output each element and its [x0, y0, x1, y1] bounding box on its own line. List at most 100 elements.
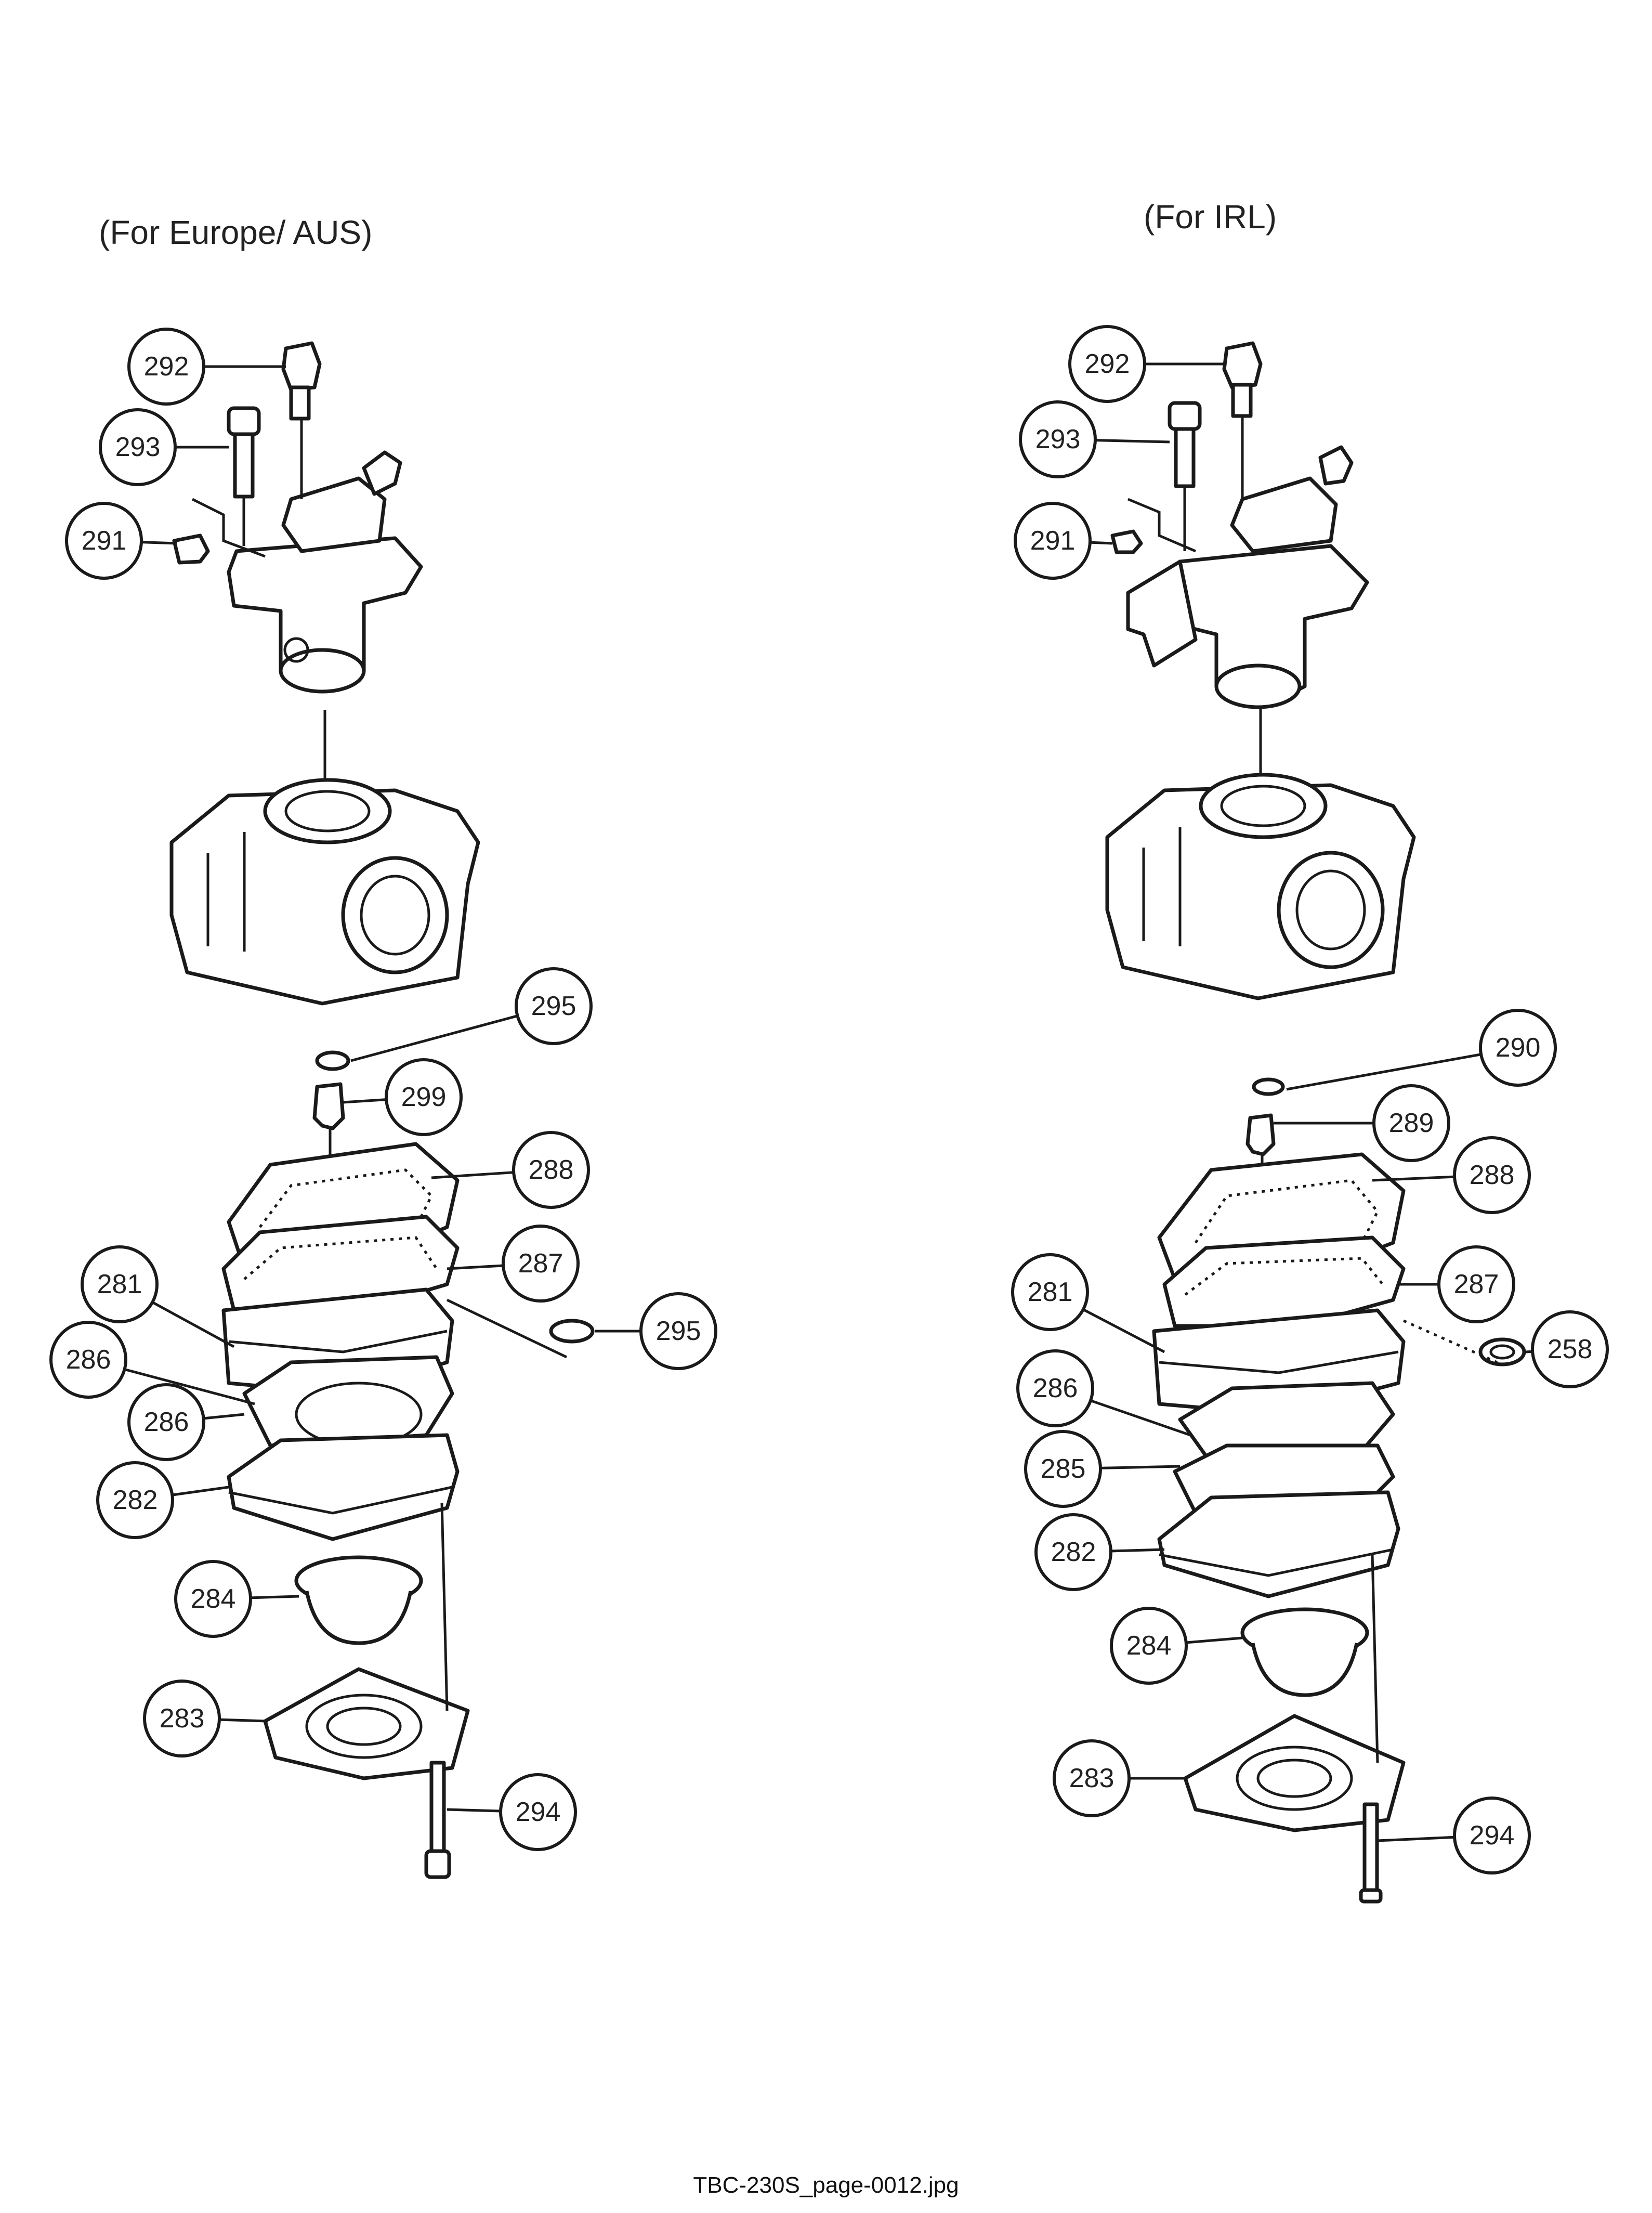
callout-number: 281: [97, 1269, 142, 1299]
callout-leader-line: [203, 1413, 245, 1420]
callout-circle: [65, 502, 143, 580]
callout-circle: [1453, 1797, 1531, 1874]
callout-right-289: 289: [1274, 1084, 1450, 1162]
callout-left-293: 293: [99, 408, 229, 486]
callout-circle: [385, 1058, 463, 1136]
callout-number: 282: [1051, 1537, 1096, 1567]
callout-right-292: 292: [1068, 325, 1224, 403]
callout-leader-line: [447, 1808, 501, 1813]
part-plate-282-left: [227, 1433, 460, 1541]
callout-leader-line: [1286, 1053, 1481, 1091]
part-plate-282-right: [1157, 1490, 1400, 1598]
callout-circle: [1068, 325, 1146, 403]
callout-leader-line: [1090, 1399, 1191, 1437]
callout-circle: [49, 1321, 127, 1399]
assembly-left: [169, 341, 595, 1879]
part-cover-plate-283-right: [1183, 1714, 1406, 1832]
callout-left-295: 295: [595, 1292, 717, 1370]
callout-right-291: 291: [1014, 502, 1113, 580]
heading-europe-aus: (For Europe/ AUS): [99, 214, 373, 251]
callout-leader-line: [141, 541, 177, 545]
callout-circle: [1531, 1310, 1609, 1388]
callout-right-293: 293: [1019, 400, 1170, 478]
part-cup-284-left: [294, 1555, 423, 1645]
part-nut-291-left: [172, 498, 266, 565]
callout-leader-line: [1095, 439, 1170, 444]
part-screw-294-right: [1359, 1802, 1383, 1904]
callout-leader-line: [1100, 1465, 1181, 1469]
callout-left-283: 283: [143, 1680, 268, 1758]
callout-right-294: 294: [1377, 1797, 1531, 1874]
callout-right-285: 285: [1024, 1430, 1181, 1508]
callout-left-288: 288: [431, 1131, 590, 1209]
callout-circle: [96, 1461, 174, 1539]
callout-left-286: 286: [49, 1321, 255, 1405]
callout-circle: [81, 1245, 159, 1323]
callout-left-281: 281: [81, 1245, 235, 1348]
callout-leader-line: [124, 1368, 255, 1405]
callout-leader-line: [447, 1264, 504, 1270]
callout-leader-line: [1372, 1175, 1455, 1182]
callout-left-284: 284: [174, 1560, 299, 1638]
callout-circle: [1024, 1430, 1102, 1508]
part-plug-299-left: [312, 1082, 345, 1130]
callout-circle: [515, 967, 593, 1045]
callout-left-286: 286: [127, 1383, 245, 1461]
callout-circle: [1437, 1245, 1515, 1323]
callout-number: 284: [191, 1584, 236, 1614]
callout-right-282: 282: [1034, 1513, 1165, 1591]
callout-circle: [502, 1225, 580, 1303]
part-cover-right: [1126, 445, 1369, 709]
callout-number: 287: [518, 1248, 563, 1279]
callout-number: 299: [401, 1082, 447, 1112]
callout-right-288: 288: [1372, 1136, 1531, 1214]
callout-circle: [99, 408, 177, 486]
callout-circle: [639, 1292, 717, 1370]
callout-labels: 2922932912952992882872952812862862822842…: [49, 325, 1609, 1874]
callout-number: 258: [1548, 1334, 1593, 1364]
callout-number: 289: [1389, 1108, 1434, 1138]
callout-number: 282: [113, 1485, 158, 1515]
part-screw-294-left: [424, 1761, 451, 1879]
callout-number: 284: [1126, 1631, 1172, 1661]
callout-left-294: 294: [447, 1773, 577, 1851]
callout-leader-line: [350, 1014, 518, 1062]
callout-left-287: 287: [447, 1225, 580, 1303]
callout-left-282: 282: [96, 1461, 229, 1539]
part-bolt-293-right: [1168, 401, 1202, 551]
part-cup-284-right: [1240, 1607, 1369, 1697]
callout-leader-line: [431, 1171, 514, 1179]
callout-circle: [512, 1131, 590, 1209]
callout-number: 295: [656, 1316, 701, 1346]
callout-leader-line: [1110, 1548, 1165, 1553]
part-washer-258-side-right: [1402, 1319, 1526, 1366]
callout-circle: [1479, 1009, 1557, 1087]
callout-number: 283: [1069, 1763, 1115, 1793]
callout-circle: [499, 1773, 577, 1851]
callout-number: 291: [82, 526, 127, 556]
callout-circle: [127, 1383, 205, 1461]
callout-number: 288: [529, 1155, 574, 1185]
callout-circle: [1016, 1349, 1094, 1427]
part-screw-292-right: [1222, 341, 1263, 499]
callout-circle: [1014, 502, 1092, 580]
callout-right-290: 290: [1286, 1009, 1557, 1091]
callout-leader-line: [172, 1486, 229, 1496]
callout-number: 294: [516, 1797, 561, 1827]
part-screw-292-left: [281, 341, 322, 499]
callout-circle: [1019, 400, 1097, 478]
callout-right-284: 284: [1110, 1607, 1243, 1685]
callout-circle: [1372, 1084, 1450, 1162]
callout-leader-line: [1090, 541, 1113, 545]
callout-right-283: 283: [1053, 1739, 1188, 1817]
callout-number: 287: [1454, 1269, 1499, 1299]
callout-circle: [1034, 1513, 1112, 1591]
part-cover-plate-283-left: [263, 1667, 470, 1780]
callout-circle: [174, 1560, 252, 1638]
callout-circle: [127, 328, 205, 406]
callout-leader-line: [219, 1718, 268, 1723]
callout-leader-line: [250, 1595, 299, 1599]
heading-irl: (For IRL): [1144, 198, 1277, 236]
callout-right-258: 258: [1525, 1310, 1609, 1388]
